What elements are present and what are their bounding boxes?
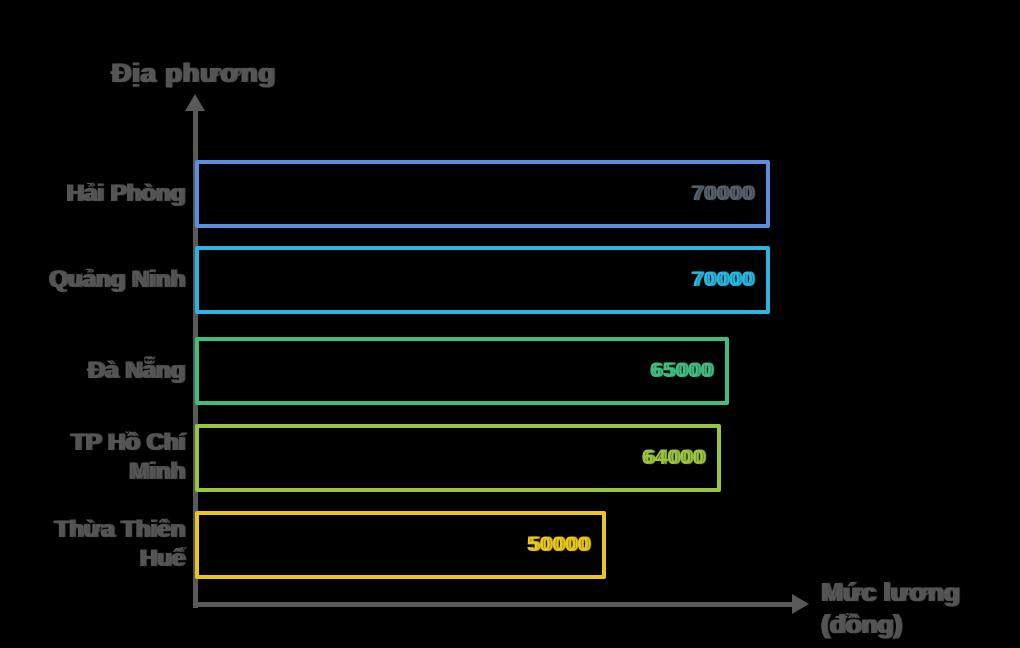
bar: 65000 xyxy=(195,337,729,405)
bar-value-label: 70000 xyxy=(690,182,754,205)
y-axis-title: Địa phương xyxy=(110,58,275,88)
bar: 70000 xyxy=(195,160,770,228)
bar-value-label: 50000 xyxy=(526,533,590,556)
x-axis-title-line1: Mức lương xyxy=(820,577,959,607)
category-label: TP Hồ Chí Minh xyxy=(69,429,184,485)
x-axis-arrowhead-icon xyxy=(792,594,809,614)
bar-row: Đà Nẵng 65000 xyxy=(0,337,1020,405)
bar-row: TP Hồ Chí Minh 64000 xyxy=(0,424,1020,492)
bar-row: Hải Phòng 70000 xyxy=(0,160,1020,228)
category-label: Đà Nẵng xyxy=(86,356,184,384)
bar-value-label: 65000 xyxy=(649,359,713,382)
x-axis-title-line2: (đồng) xyxy=(820,608,901,639)
category-label: Hải Phòng xyxy=(65,179,184,207)
bar: 50000 xyxy=(195,511,606,579)
category-label: Quảng Ninh xyxy=(48,265,184,293)
bar: 64000 xyxy=(195,424,721,492)
x-axis-title: Mức lương (đồng) xyxy=(820,577,1015,640)
bar-value-label: 70000 xyxy=(690,268,754,291)
y-axis-arrowhead-icon xyxy=(185,94,205,111)
bar-row: Quảng Ninh 70000 xyxy=(0,246,1020,314)
bar: 70000 xyxy=(195,246,770,314)
category-label: Thừa Thiên Huế xyxy=(53,516,184,572)
bar-value-label: 64000 xyxy=(641,446,705,469)
x-axis xyxy=(193,602,793,607)
bar-row: Thừa Thiên Huế 50000 xyxy=(0,511,1020,579)
